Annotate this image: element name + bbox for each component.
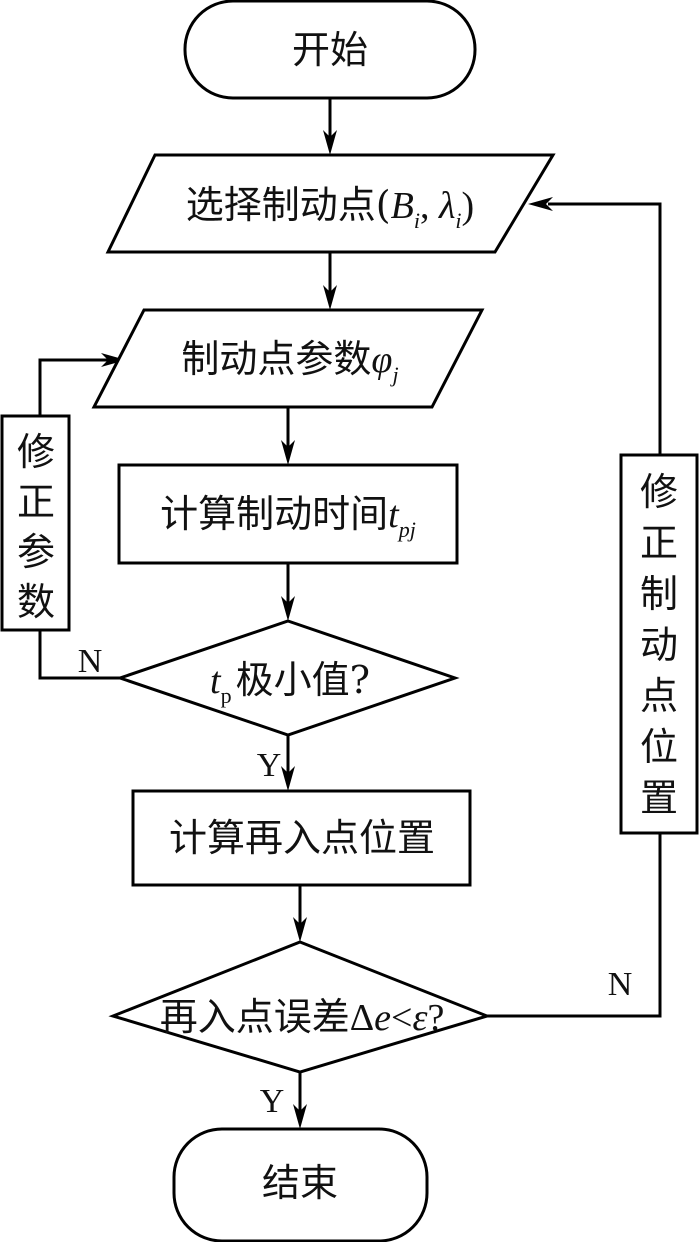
- fix-params-node: 修 正 参 数: [0, 414, 71, 632]
- fix-position-char: 制: [640, 572, 678, 616]
- fix-params-char: 正: [17, 480, 55, 524]
- edge-label-min-yes: Y: [257, 747, 282, 784]
- arrow-head: [101, 353, 126, 367]
- fix-position-char: 修: [640, 470, 678, 514]
- end-node: 结束: [172, 1127, 429, 1242]
- params-label: 制动点参数φj: [181, 337, 398, 387]
- connectors: [38, 98, 662, 1129]
- calc-time-node: 计算制动时间tpj: [117, 463, 459, 565]
- error-check-node: 再入点误差Δe<ε?: [108, 940, 492, 1074]
- select-point-node: 选择制动点(Bi, λi): [105, 153, 556, 254]
- edge-label-err-no: N: [608, 966, 633, 1003]
- select-point-label: 选择制动点(Bi, λi): [186, 183, 474, 233]
- fix-position-char: 置: [640, 776, 678, 820]
- fix-position-char: 动: [640, 623, 678, 667]
- arrow-head: [293, 917, 307, 942]
- arrow-head: [281, 596, 295, 621]
- error-check-label: 再入点误差Δe<ε?: [160, 995, 445, 1039]
- calc-time-label: 计算制动时间tpj: [160, 492, 416, 542]
- fix-position-char: 正: [640, 521, 678, 565]
- start-node: 开始: [183, 0, 477, 100]
- arrow-head: [281, 766, 295, 791]
- fix-position-node: 修 正 制 动 点 位 置: [619, 453, 699, 835]
- arrow-head: [323, 285, 337, 310]
- arrow-head: [323, 130, 337, 155]
- edge-fixparams-params: [38, 358, 112, 416]
- edge-errcheck-fixposition: [487, 833, 662, 1018]
- edge-label-err-yes: Y: [260, 1083, 285, 1120]
- fix-params-char: 修: [17, 430, 55, 474]
- arrow-head: [281, 440, 295, 465]
- arrow-head: [293, 1104, 307, 1129]
- edge-label-min-no: N: [78, 643, 103, 680]
- edge-mincheck-fixparams: [38, 630, 120, 680]
- edge-fixposition-select: [548, 202, 662, 455]
- params-node: 制动点参数φj: [91, 308, 485, 409]
- end-label: 结束: [262, 1161, 338, 1205]
- fix-position-char: 位: [640, 725, 678, 769]
- arrow-head: [528, 197, 553, 211]
- start-label: 开始: [292, 28, 368, 72]
- fix-params-char: 数: [17, 580, 55, 624]
- calc-reentry-node: 计算再入点位置: [131, 789, 472, 887]
- fix-params-char: 参: [17, 530, 55, 574]
- fix-position-char: 点: [640, 674, 678, 718]
- calc-reentry-label: 计算再入点位置: [169, 816, 435, 860]
